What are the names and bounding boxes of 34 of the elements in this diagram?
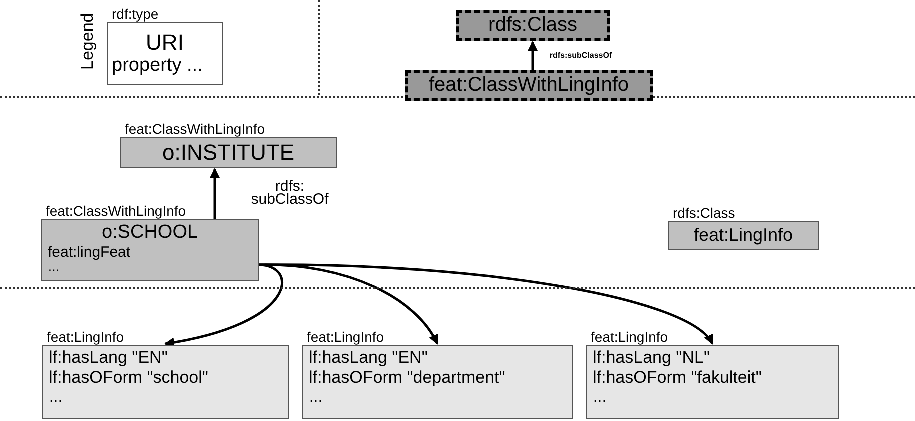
property-text: lf:hasLang "NL" — [593, 348, 711, 368]
class-name: o:INSTITUTE — [161, 140, 296, 166]
type-label: feat:LingInfo — [591, 329, 668, 345]
type-label: feat:ClassWithLingInfo — [125, 121, 266, 137]
property-text: property ... — [112, 55, 204, 78]
class-name: rdfs:Class — [488, 14, 578, 37]
type-label: feat:ClassWithLingInfo — [46, 203, 186, 219]
arrow — [528, 41, 538, 70]
property-text: lf:hasOForm "department" — [309, 368, 506, 389]
class-name: o:SCHOOL — [100, 222, 200, 244]
type-label: rdfs:Class — [673, 205, 736, 221]
class-name: URI — [145, 30, 185, 56]
legend-title: Legend — [78, 13, 98, 70]
class-box — [456, 10, 610, 41]
arrow — [164, 264, 284, 348]
arrow — [210, 168, 220, 219]
class-name: feat:LingInfo — [692, 225, 794, 246]
property-text: lf:hasLang "EN" — [309, 348, 429, 368]
edge-label: rdfs:subClassOf — [548, 52, 614, 59]
edge-label: rdfs: subClassOf — [250, 180, 330, 206]
property-text: lf:hasLang "EN" — [49, 348, 169, 368]
property-text: feat:lingFeat — [48, 244, 132, 262]
property-text: … — [593, 388, 608, 406]
type-label: rdf:type — [112, 6, 159, 22]
type-label: feat:LingInfo — [47, 329, 124, 345]
class-box — [405, 70, 653, 101]
class-name: feat:ClassWithLingInfo — [428, 74, 630, 97]
property-text: lf:hasOForm "school" — [49, 368, 210, 389]
property-text: … — [49, 388, 64, 406]
type-label: feat:LingInfo — [307, 329, 384, 345]
arrow — [259, 264, 714, 345]
property-text: lf:hasOForm "fakulteit" — [593, 368, 763, 389]
property-text: … — [48, 261, 60, 275]
property-text: … — [309, 388, 324, 406]
